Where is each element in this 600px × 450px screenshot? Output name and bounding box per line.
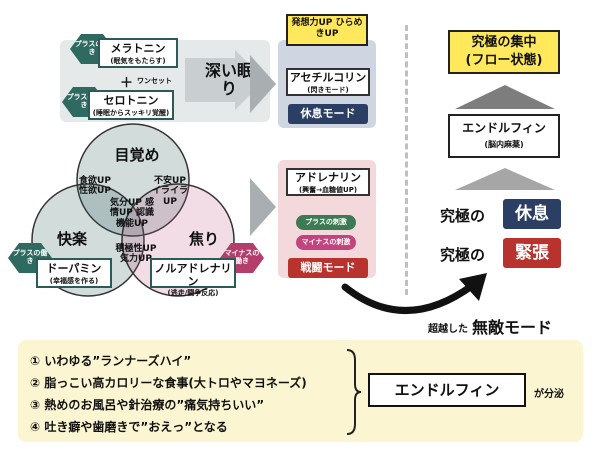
ultimate-focus-box: 究極の集中 (フロー状態) bbox=[448, 30, 560, 74]
endorphin-sub: (脳内麻薬) bbox=[484, 139, 524, 149]
acetylcholine-box: アセチルコリン (閃きモード) bbox=[286, 68, 370, 96]
venn-label-awake: 目覚め bbox=[114, 146, 160, 164]
cause-item-2: ② 脂っこい高カロリーな食事(大トロやマヨネーズ) bbox=[30, 376, 307, 390]
adrenaline-box: アドレナリン (興奮→血糖値UP) bbox=[286, 168, 370, 196]
serotonin-box: セロトニン (睡眠からスッキリ覚醒) bbox=[88, 90, 174, 120]
ultimate-tension-word: 緊張 bbox=[503, 238, 561, 268]
endorphin-name: エンドルフィン bbox=[462, 121, 546, 135]
up-arrow-top bbox=[455, 85, 555, 109]
serotonin-sub: (睡眠からスッキリ覚醒) bbox=[92, 108, 170, 117]
noradrenaline-name: ノルアドレナリン bbox=[154, 262, 232, 288]
deep-sleep-arrow bbox=[185, 50, 265, 110]
adrenaline-name: アドレナリン bbox=[295, 171, 361, 184]
ultimate-rest-word: 休息 bbox=[503, 199, 561, 229]
dopamine-name: ドーパミン bbox=[46, 262, 102, 275]
venn-circle-awake bbox=[76, 123, 190, 237]
acetylcholine-sub: (閃きモード) bbox=[307, 85, 349, 94]
plus-stimulus-pill: プラスの刺激 bbox=[296, 215, 356, 230]
endorphin-box: エンドルフィン (脳内麻薬) bbox=[448, 114, 560, 158]
ideas-text: 発想力UP ひらめきUP bbox=[291, 18, 363, 39]
cause-item-4: ④ 吐き癖や歯磨きで”おえっ”となる bbox=[30, 420, 228, 434]
one-set-label: ワンセット bbox=[137, 77, 172, 85]
invincible-prefix: 超越した bbox=[428, 324, 468, 335]
venn-center: 気分UP 感情UP 認識機能UP bbox=[109, 198, 155, 229]
ultimate-focus-sub: (フロー状態) bbox=[465, 52, 543, 68]
ultimate-rest-prefix: 究極の bbox=[440, 207, 486, 225]
venn-label-pleasure: 快楽 bbox=[56, 230, 87, 248]
to-rest-arrow bbox=[250, 55, 276, 113]
to-fight-arrow bbox=[250, 178, 276, 236]
invincible-word: 無敵モード bbox=[472, 318, 553, 337]
deep-sleep-label: 深い眠り bbox=[204, 61, 253, 99]
ultimate-tension-prefix: 究極の bbox=[440, 246, 486, 264]
curved-arrow bbox=[341, 273, 487, 314]
endorphin-result-text: エンドルフィン bbox=[394, 381, 500, 399]
adrenaline-sub: (興奮→血糖値UP) bbox=[298, 185, 358, 194]
serotonin-name: セロトニン bbox=[103, 94, 159, 107]
minus-stimulus-pill: マイナスの刺激 bbox=[296, 235, 356, 250]
cause-item-3: ③ 熱めのお風呂や針治療の”痛気持ちいい” bbox=[30, 398, 265, 412]
plus-icon: ＋ bbox=[120, 76, 134, 91]
acetylcholine-name: アセチルコリン bbox=[289, 71, 367, 84]
venn-overlap-anxiety: 不安UP イライラUP bbox=[151, 176, 188, 207]
ultimate-focus-title: 究極の集中 bbox=[471, 35, 537, 50]
divider-line bbox=[405, 25, 408, 295]
endorphin-result-box: エンドルフィン bbox=[368, 373, 526, 407]
ideas-box: 発想力UP ひらめきUP bbox=[286, 14, 368, 46]
dopamine-box: ドーパミン (幸福感を作る) bbox=[36, 258, 112, 288]
cause-item-1: ① いわゆる”ランナーズハイ” bbox=[30, 354, 192, 368]
venn-overlap-appetite: 食欲UP 性欲UP bbox=[79, 176, 111, 197]
fight-mode-label: 戦闘モード bbox=[288, 258, 368, 278]
venn-label-anxiety: 焦り bbox=[188, 230, 219, 248]
rest-mode-label: 休息モード bbox=[288, 104, 368, 124]
melatonin-sub: (眠気をもたらす) bbox=[110, 56, 166, 65]
right-brace bbox=[346, 349, 362, 435]
dopamine-sub: (幸福感を作る) bbox=[49, 276, 99, 285]
venn-overlap-motivation: 積極性UP 気力UP bbox=[115, 244, 157, 265]
noradrenaline-box: ノルアドレナリン (逃走/闘争反応) bbox=[150, 258, 236, 297]
noradrenaline-sub: (逃走/闘争反応) bbox=[167, 289, 219, 298]
secreted-label: が分泌 bbox=[534, 389, 564, 400]
melatonin-box: メラトニン (眠気をもたらす) bbox=[98, 38, 178, 68]
up-arrow-middle bbox=[455, 168, 555, 190]
melatonin-name: メラトニン bbox=[110, 42, 166, 55]
